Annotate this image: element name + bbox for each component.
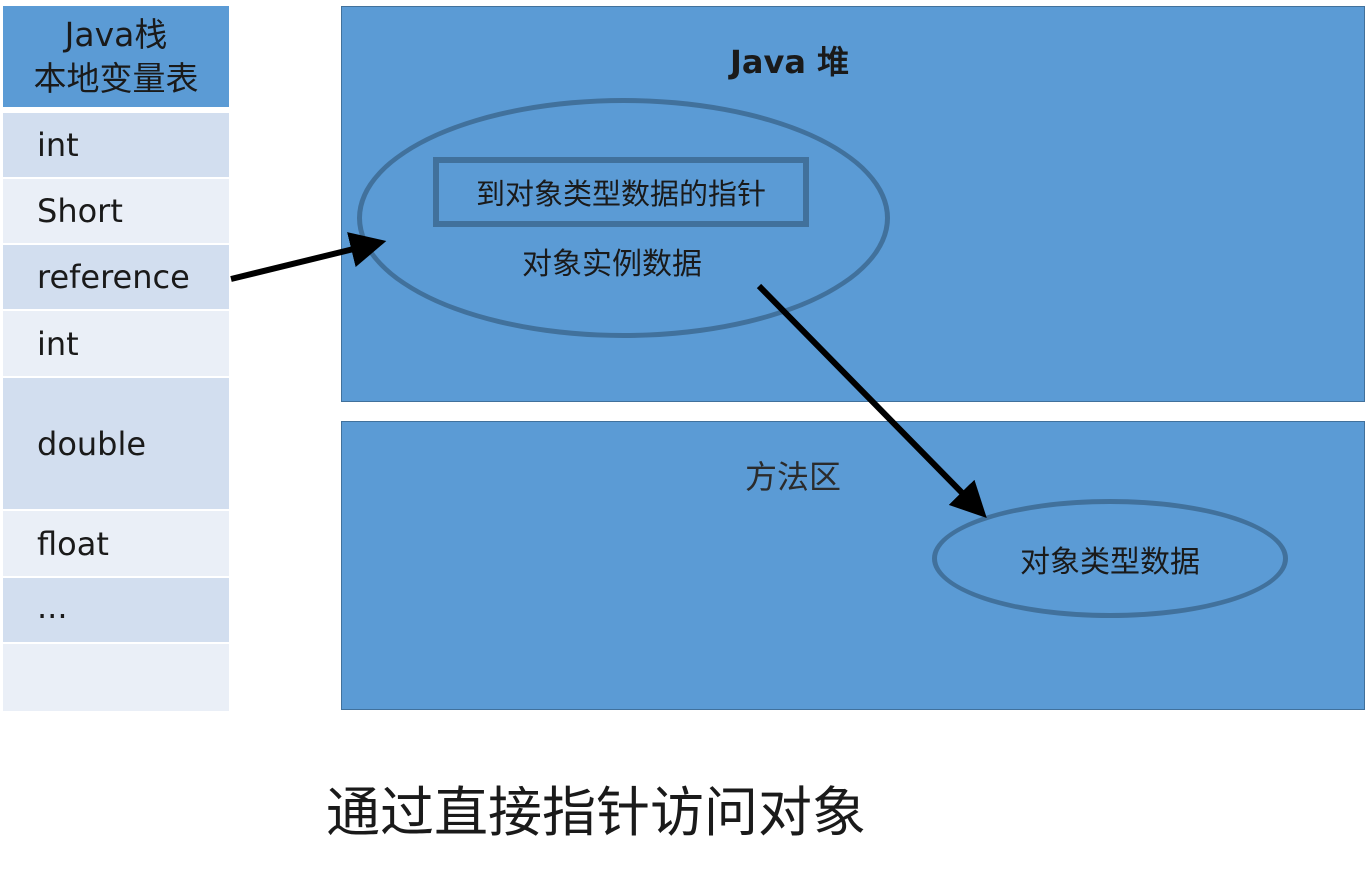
stack-row-label: float	[37, 524, 109, 563]
stack-row-int: int	[3, 113, 229, 179]
stack-row-label: int	[37, 324, 79, 363]
object-instance-ellipse	[357, 98, 890, 338]
stack-row-label: Short	[37, 192, 123, 230]
object-type-ellipse: 对象类型数据	[932, 499, 1288, 618]
stack-row-double: double	[3, 378, 229, 511]
method-area-title: 方法区	[745, 458, 842, 496]
type-pointer-box: 到对象类型数据的指针	[433, 157, 809, 227]
stack-row-label: reference	[37, 258, 190, 296]
diagram-caption: 通过直接指针访问对象	[326, 781, 866, 844]
stack-subtitle: 本地变量表	[33, 58, 199, 98]
local-variable-table: int Short reference int double float ...	[3, 113, 229, 711]
stack-row-int-2: int	[3, 311, 229, 378]
object-instance-label: 对象实例数据	[522, 247, 702, 282]
stack-header: Java栈 本地变量表	[3, 6, 229, 107]
heap-title: Java 堆	[730, 43, 850, 81]
method-area: 方法区 对象类型数据	[341, 421, 1365, 710]
stack-row-ellipsis: ...	[3, 578, 229, 644]
java-stack: Java栈 本地变量表 int Short reference int doub…	[3, 6, 229, 711]
java-heap: Java 堆 到对象类型数据的指针 对象实例数据	[341, 6, 1365, 402]
stack-title: Java栈	[64, 14, 168, 54]
object-type-label: 对象类型数据	[1020, 544, 1200, 580]
stack-row-short: Short	[3, 179, 229, 245]
stack-row-empty	[3, 644, 229, 711]
stack-row-label: double	[37, 424, 147, 463]
stack-row-label: int	[37, 126, 79, 164]
stack-row-float: float	[3, 511, 229, 578]
type-pointer-label: 到对象类型数据的指针	[475, 177, 766, 211]
stack-row-label: ...	[37, 588, 68, 626]
stack-row-reference: reference	[3, 245, 229, 311]
